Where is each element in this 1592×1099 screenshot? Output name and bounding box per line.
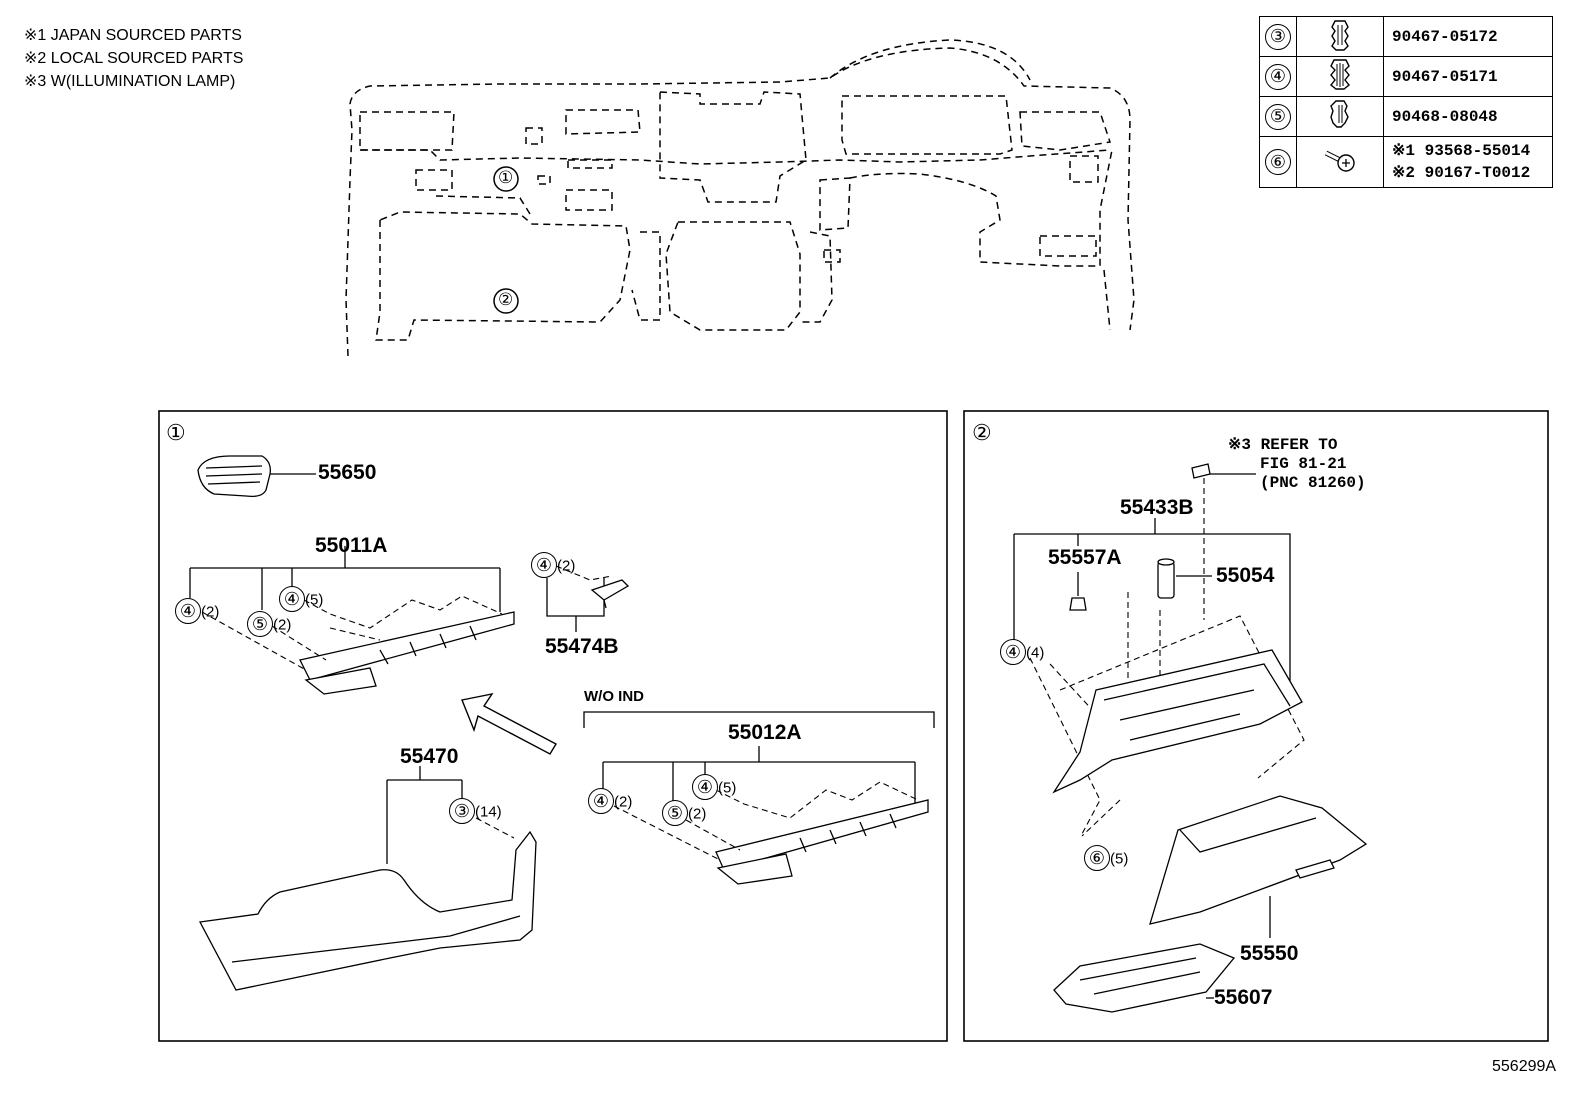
trim-55011A-drawing <box>299 611 515 695</box>
part-label-55011A: 55011A <box>315 534 388 557</box>
part-label-55433B: 55433B <box>1120 496 1194 519</box>
refer-note-line-3: (PNC 81260) <box>1260 474 1366 492</box>
direction-arrow <box>461 692 557 755</box>
callout: ④(4) <box>1000 639 1044 665</box>
callout: ③(14) <box>449 798 502 824</box>
part-number: 90467-05172 <box>1383 16 1553 57</box>
part-label-55557A: 55557A <box>1048 546 1122 569</box>
clip-icon <box>1296 96 1384 137</box>
part-label-55650: 55650 <box>318 461 377 484</box>
table-row: ④ 90467-05171 <box>1259 56 1553 97</box>
lamp-drawing <box>1191 463 1211 479</box>
zone2-outline <box>375 211 631 341</box>
table-row: ⑥ ※1 93568-55014 ※2 90167-T0012 <box>1259 136 1553 188</box>
cover-55474B-drawing <box>590 579 630 609</box>
callout: ④(2) <box>175 598 219 624</box>
cover-55607-drawing <box>1053 943 1236 1013</box>
ref-marker: ④ <box>1265 63 1291 90</box>
panel-2-marker: ② <box>972 420 992 445</box>
trim-55012A-drawing <box>715 799 929 885</box>
note-local-sourced: ※2 LOCAL SOURCED PARTS <box>24 50 244 67</box>
callout: ⑤(2) <box>247 611 291 637</box>
ref-marker: ⑥ <box>1265 149 1291 175</box>
refer-note-line-1: ※3 REFER TO <box>1228 436 1338 454</box>
stopper-55557A-drawing <box>1069 597 1087 611</box>
callout: ④(2) <box>531 552 575 578</box>
table-row: ③ 90467-05172 <box>1259 16 1553 57</box>
callout: ⑤(2) <box>662 800 706 826</box>
lower-panel-55470-drawing <box>198 830 537 991</box>
dashboard-outline <box>345 47 1135 357</box>
callout: ⑥(5) <box>1084 845 1128 871</box>
note-illumination: ※3 W(ILLUMINATION LAMP) <box>24 73 236 90</box>
part-label-55474B: 55474B <box>545 635 619 658</box>
screw-icon <box>1296 136 1384 188</box>
panel-2-frame <box>963 410 1549 1042</box>
refer-note-line-2: FIG 81-21 <box>1260 455 1347 473</box>
callout: ④(2) <box>588 788 632 814</box>
center-stack-outline <box>659 91 807 203</box>
clip-icon <box>1296 56 1384 97</box>
ref-marker: ③ <box>1265 23 1291 50</box>
part-label-55607: 55607 <box>1214 986 1273 1009</box>
clip-icon <box>1296 16 1384 57</box>
callout: ④(5) <box>692 774 736 800</box>
figure-code: 556299A <box>1492 1058 1557 1075</box>
overview-zone-labels <box>493 166 519 314</box>
ref-marker: ⑤ <box>1265 103 1291 130</box>
part-number-local: ※2 90167-T0012 <box>1392 164 1531 182</box>
callout: ④(5) <box>279 586 323 612</box>
part-label-55012A: 55012A <box>728 721 802 744</box>
fastener-parts-table: ③ 90467-05172 ④ 90467-05171 ⑤ 90468-0804… <box>1259 16 1553 188</box>
note-japan-sourced: ※1 JAPAN SOURCED PARTS <box>24 27 242 44</box>
part-label-55054: 55054 <box>1216 564 1275 587</box>
without-indicator-label: W/O IND <box>584 688 644 705</box>
part-label-55550: 55550 <box>1240 942 1299 965</box>
overview-zone-1-label: ① <box>498 168 514 187</box>
vent-55650-drawing <box>197 455 316 498</box>
refer-note: ※3 REFER TO FIG 81-21 (PNC 81260) <box>1228 436 1366 493</box>
notes-legend: ※1 JAPAN SOURCED PARTS ※2 LOCAL SOURCED … <box>24 24 243 93</box>
damper-55054-drawing <box>1157 558 1175 599</box>
part-label-55470: 55470 <box>400 745 459 768</box>
part-number-japan: ※1 93568-55014 <box>1392 142 1531 160</box>
overview-zone-2-label: ② <box>498 290 514 309</box>
glovebox-door-55433B-drawing <box>1052 649 1303 794</box>
part-number: 90467-05171 <box>1383 56 1553 97</box>
panel-1-frame <box>158 410 948 1042</box>
glovebox-55550-drawing <box>1149 795 1368 925</box>
panel-1-marker: ① <box>166 420 186 445</box>
